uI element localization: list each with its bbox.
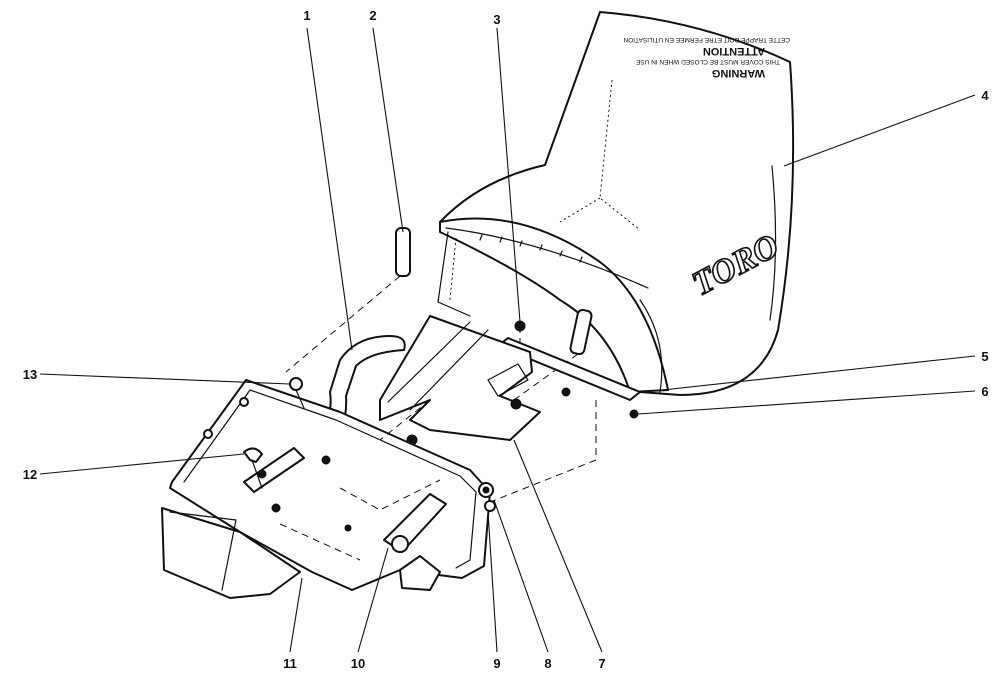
warning-text: THIS COVER MUST BE CLOSED WHEN IN USE — [635, 58, 780, 65]
callout-11: 11 — [283, 656, 297, 671]
deflector-assembly — [161, 379, 491, 599]
callout-2: 2 — [369, 8, 376, 23]
leader-lines — [39, 27, 976, 653]
hardware — [243, 377, 496, 512]
warning-decal: WARNING THIS COVER MUST BE CLOSED WHEN I… — [623, 36, 790, 79]
warning-title: WARNING — [712, 67, 765, 79]
callout-6: 6 — [981, 384, 988, 399]
callout-7: 7 — [598, 656, 605, 671]
callout-1: 1 — [303, 8, 310, 23]
callout-13: 13 — [23, 367, 37, 382]
callout-3: 3 — [493, 12, 500, 27]
attention-title: ATTENTION — [703, 45, 765, 57]
callout-9: 9 — [493, 656, 500, 671]
callout-5: 5 — [981, 349, 988, 364]
callout-12: 12 — [23, 467, 37, 482]
callout-4: 4 — [981, 88, 989, 103]
frame-rods — [285, 227, 593, 411]
grass-bag — [437, 11, 795, 396]
attention-text: CETTE TRAPPE DOIT ETRE FERMEE EN UTILISA… — [623, 36, 790, 43]
callout-labels: 1 2 3 4 5 6 7 8 9 10 11 12 13 — [23, 8, 990, 671]
knob-part-12 — [243, 447, 263, 489]
callout-8: 8 — [544, 656, 551, 671]
callout-10: 10 — [351, 656, 365, 671]
